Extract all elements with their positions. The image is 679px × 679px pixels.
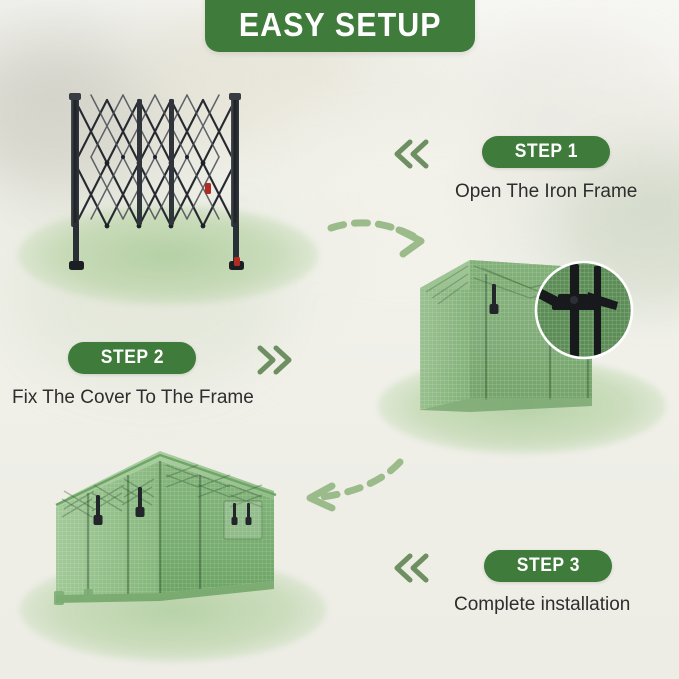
page-title: EASY SETUP [238, 6, 442, 43]
page-title-badge: EASY SETUP [205, 0, 475, 52]
chevron-double-left-icon-step3 [394, 553, 429, 583]
step-caption-1: Open The Iron Frame [455, 181, 638, 202]
frame-clamp-detail-inset [534, 260, 634, 360]
chevron-double-right-icon-step2 [257, 345, 292, 375]
product-folding-iron-frame [69, 93, 244, 270]
step-badge-3[interactable]: STEP 3 [484, 550, 612, 582]
step-badge-1-label: STEP 1 [514, 141, 578, 162]
chevron-double-left-icon-step1 [394, 139, 429, 169]
step-caption-2: Fix The Cover To The Frame [12, 387, 254, 408]
step-caption-3: Complete installation [454, 594, 631, 615]
product-greenhouse-complete [54, 451, 277, 605]
step-badge-1[interactable]: STEP 1 [482, 136, 610, 168]
step-badge-2[interactable]: STEP 2 [68, 342, 196, 374]
arrow-step2-to-step3 [306, 458, 404, 512]
step-badge-3-label: STEP 3 [516, 555, 580, 576]
step-badge-2-label: STEP 2 [100, 347, 164, 368]
product-greenhouse-cover-partial [420, 260, 634, 412]
arrow-step1-to-step2 [327, 219, 425, 258]
